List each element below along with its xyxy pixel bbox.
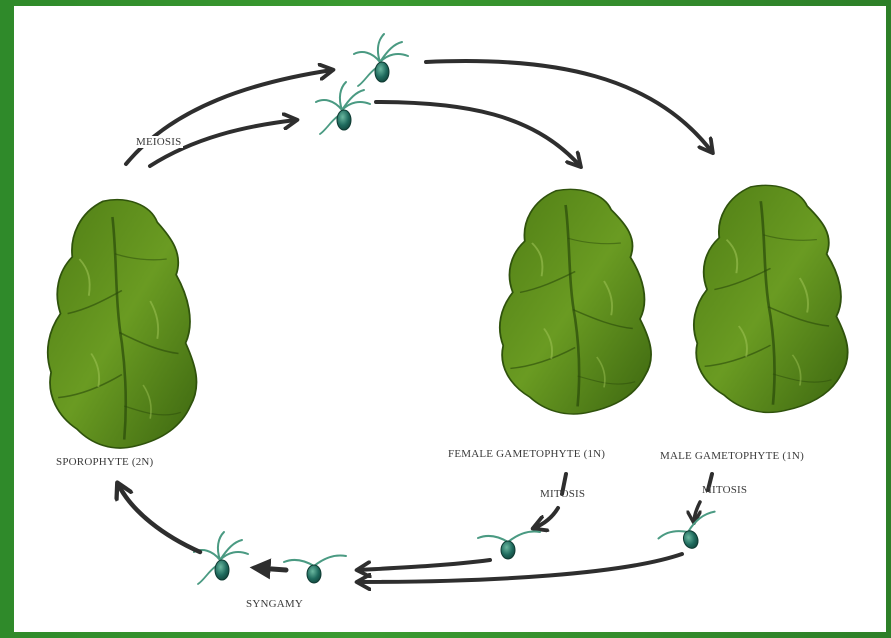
spore-to-female-arrow [376, 102, 580, 166]
zygote-icon [194, 532, 248, 584]
zoospore-icon [354, 34, 408, 86]
zygote-to-sporophyte-arrow [118, 484, 200, 552]
female-gametophyte-label: FEMALE GAMETOPHYTE (1N) [448, 448, 605, 460]
female-gamete-icon [478, 531, 540, 559]
syngamy-label: SYNGAMY [246, 598, 303, 610]
zoospore-icon [316, 82, 370, 134]
meiosis-label: MEIOSIS [134, 136, 183, 148]
meiosis-arrow-upper [126, 70, 332, 164]
male-mitosis-label: MITOSIS [702, 484, 747, 496]
male-gamete-icon [656, 511, 724, 558]
sporophyte-label: SPOROPHYTE (2N) [56, 456, 153, 468]
life-cycle-diagram [14, 6, 886, 632]
diagram-panel: MEIOSIS SPOROPHYTE (2N) FEMALE GAMETOPHY… [14, 6, 886, 632]
female-mitosis-label: MITOSIS [540, 488, 585, 500]
female-gamete-to-syngamy-arrow [358, 560, 490, 570]
syngamy-arrow [258, 568, 286, 570]
male-gametophyte-thallus [694, 185, 848, 412]
sporophyte-thallus [48, 200, 197, 448]
spore-to-male-arrow [426, 61, 712, 152]
female-gametophyte-thallus [500, 189, 651, 414]
male-gametophyte-label: MALE GAMETOPHYTE (1N) [660, 450, 804, 462]
gamete-icon [284, 555, 346, 583]
female-mitosis-arrow-head [534, 508, 558, 528]
